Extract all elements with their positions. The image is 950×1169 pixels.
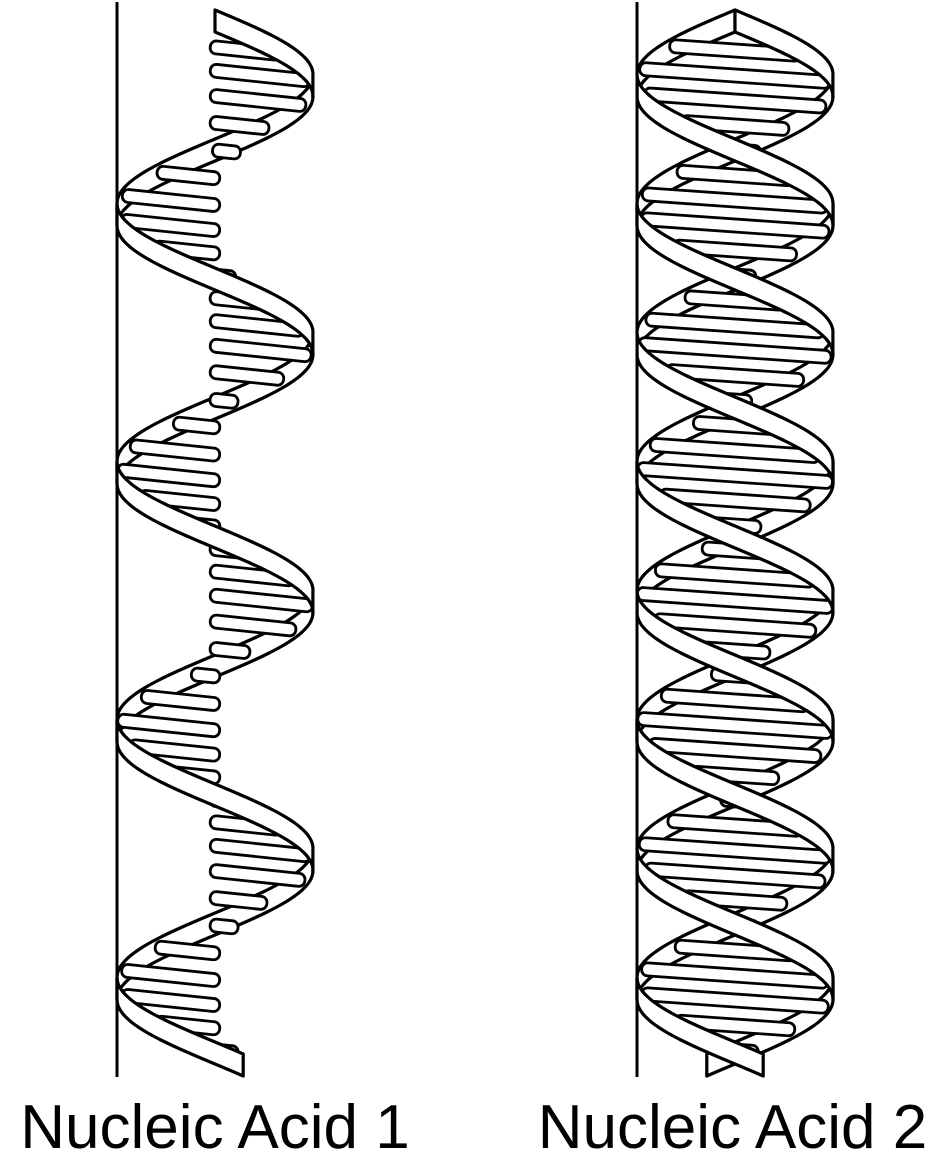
base-pair: [208, 641, 252, 660]
base-pairs: [116, 39, 315, 1061]
base-pair: [208, 115, 271, 136]
strand-ribbon: [733, 8, 835, 100]
base-pair: [120, 963, 222, 988]
base-pair: [139, 689, 222, 712]
base-pair: [208, 613, 298, 638]
strand-ribbon: [635, 848, 835, 1002]
strand-ribbon: [635, 718, 835, 874]
strand-ribbon: [213, 8, 315, 100]
base-pair: [639, 211, 831, 240]
base-pair: [208, 88, 308, 113]
helix-front-layer: [635, 8, 835, 1078]
base-pair: [208, 863, 307, 888]
strand-ribbon: [115, 460, 315, 616]
base-pair: [636, 711, 834, 740]
base-pair: [120, 188, 222, 213]
base-pair: [116, 712, 222, 739]
base-pair: [635, 586, 835, 615]
base-pair: [208, 337, 313, 364]
base-pair: [640, 986, 830, 1015]
strand-ribbon: [635, 976, 765, 1078]
base-pair: [155, 164, 222, 187]
base-pair: [638, 61, 832, 90]
base-pair: [208, 587, 315, 614]
base-pair: [128, 438, 222, 463]
base-pair: [189, 666, 222, 685]
strand-ribbon: [115, 718, 315, 874]
base-pair: [171, 415, 222, 436]
base-pair: [636, 461, 834, 490]
base-pair: [637, 836, 833, 865]
base-pairs: [635, 38, 835, 1060]
helix-nucleic-acid-1: [115, 2, 315, 1078]
base-pair: [153, 939, 222, 962]
strand-ribbon: [635, 590, 835, 744]
strand-ribbon: [635, 460, 835, 616]
base-pair: [208, 364, 286, 387]
caption-nucleic-acid-1: Nucleic Acid 1: [20, 1093, 410, 1162]
strand-ribbon: [635, 332, 835, 486]
helix-front-layer: [115, 8, 315, 1078]
base-pair: [208, 890, 269, 911]
strand-ribbon: [115, 976, 245, 1078]
strand-ribbon: [635, 74, 835, 228]
caption-nucleic-acid-2: Nucleic Acid 2: [537, 1093, 928, 1162]
strand-ribbon: [115, 202, 315, 358]
base-pair: [637, 336, 833, 365]
helix-nucleic-acid-2: [635, 2, 835, 1078]
base-pair: [208, 917, 240, 936]
base-pair: [208, 392, 240, 410]
base-pair: [211, 142, 242, 161]
strand-ribbon: [635, 202, 835, 358]
